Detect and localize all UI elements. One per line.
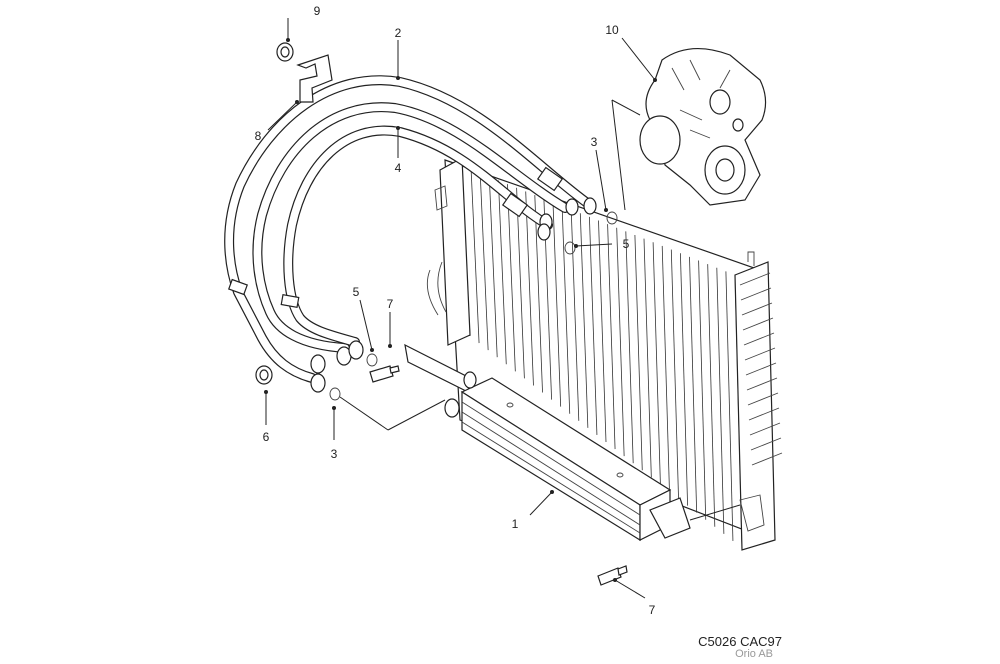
radiator-fin <box>625 231 634 464</box>
radiator-fin <box>661 245 670 492</box>
callout-1: 1 <box>512 517 519 531</box>
radiator-fin <box>643 238 652 478</box>
radiator-fin <box>498 180 507 365</box>
radiator-fin <box>479 173 489 351</box>
radiator-fin <box>507 184 516 372</box>
radiator-fin <box>607 224 616 450</box>
radiator-fin <box>525 191 534 386</box>
callout-8: 8 <box>255 129 262 143</box>
fasteners <box>255 42 628 586</box>
callout-labels: 9 2 10 8 4 3 5 5 7 6 3 1 7 <box>255 4 656 617</box>
oil-cooler-hoses <box>224 75 597 393</box>
radiator-fin <box>652 242 661 485</box>
radiator-fin <box>634 235 643 471</box>
radiator-fin <box>534 195 543 393</box>
callout-7-bottom: 7 <box>649 603 656 617</box>
callout-6: 6 <box>263 430 270 444</box>
radiator-fin <box>725 271 734 541</box>
callout-5-left: 5 <box>353 285 360 299</box>
callout-4: 4 <box>395 161 402 175</box>
radiator-fin <box>470 169 480 344</box>
radiator-fin <box>698 260 707 520</box>
radiator-fin <box>707 264 716 527</box>
reference-code: C5026 CAC97 <box>698 634 782 649</box>
callout-3-bottom: 3 <box>331 447 338 461</box>
oil-filter-adapter <box>639 47 767 206</box>
radiator-fin <box>561 205 571 414</box>
radiator-fin <box>516 187 525 379</box>
radiator-fin <box>589 216 598 435</box>
radiator-fin <box>552 202 562 407</box>
radiator-fin <box>716 267 725 534</box>
radiator-fin <box>670 249 679 499</box>
radiator-fin <box>616 227 625 457</box>
radiator-fin <box>598 220 607 443</box>
callout-2: 2 <box>395 26 402 40</box>
callout-9: 9 <box>314 4 321 18</box>
radiator-fin <box>488 176 498 358</box>
radiator-fin <box>570 209 580 421</box>
callout-10: 10 <box>605 23 619 37</box>
reference-owner: Orio AB <box>735 648 773 660</box>
callout-5-right: 5 <box>623 237 630 251</box>
radiator-fin <box>680 253 688 506</box>
leader-lines <box>264 18 741 599</box>
hose-bracket <box>296 54 333 103</box>
callout-3-top: 3 <box>591 135 598 149</box>
radiator-fin <box>579 213 589 428</box>
radiator-fin <box>689 256 698 513</box>
callout-7-top: 7 <box>387 297 394 311</box>
oil-cooler <box>404 343 691 542</box>
